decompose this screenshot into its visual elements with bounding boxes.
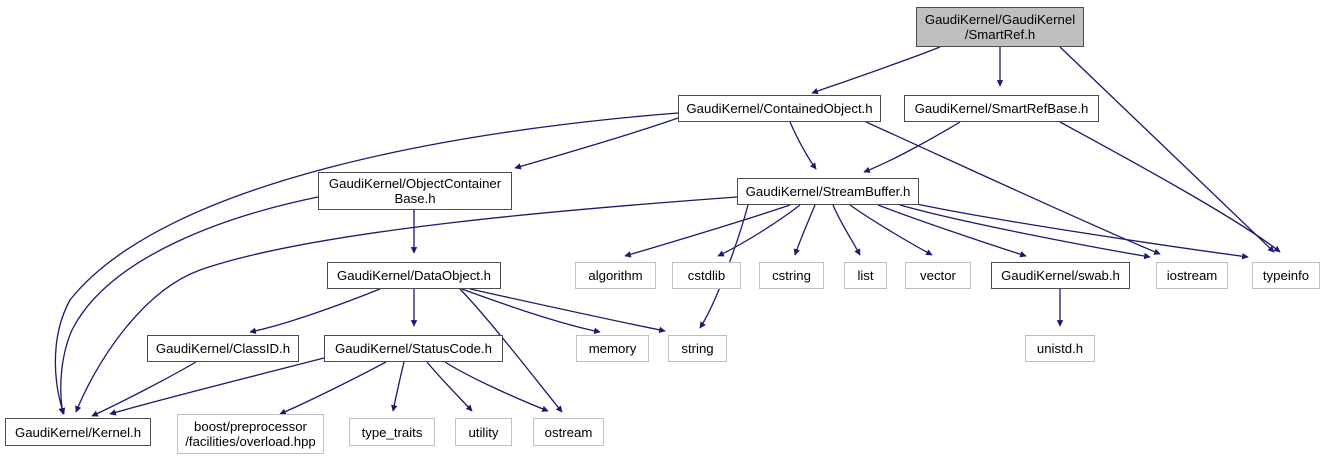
graph-node-memory[interactable]: memory — [576, 335, 649, 362]
graph-node-label: vector — [920, 268, 956, 283]
graph-edge-streambuffer-to-algorithm — [624, 204, 791, 258]
graph-edge-smartref-to-containedobject — [811, 46, 941, 95]
graph-node-label: memory — [588, 341, 637, 356]
graph-node-vector[interactable]: vector — [905, 262, 971, 289]
graph-node-classid[interactable]: GaudiKernel/ClassID.h — [147, 335, 299, 362]
graph-node-label: GaudiKernel/swab.h — [1001, 268, 1120, 283]
graph-node-statuscode[interactable]: GaudiKernel/StatusCode.h — [324, 335, 503, 362]
graph-node-cstdlib[interactable]: cstdlib — [672, 262, 741, 289]
graph-node-label: GaudiKernel/GaudiKernel /SmartRef.h — [924, 12, 1076, 42]
graph-node-smartref[interactable]: GaudiKernel/GaudiKernel /SmartRef.h — [916, 7, 1084, 47]
graph-edge-statuscode-to-kernel — [109, 357, 325, 416]
graph-node-boostoverload[interactable]: boost/preprocessor /facilities/overload.… — [177, 414, 324, 454]
graph-node-label: type_traits — [361, 424, 423, 440]
graph-node-label: GaudiKernel/StatusCode.h — [335, 341, 492, 356]
graph-node-label: unistd.h — [1036, 341, 1084, 356]
graph-edge-containedobject-to-objcontbase — [514, 117, 679, 170]
graph-edge-streambuffer-to-iostream — [899, 204, 1151, 260]
graph-node-label: GaudiKernel/ContainedObject.h — [686, 101, 873, 116]
graph-node-unistd[interactable]: unistd.h — [1025, 335, 1095, 362]
graph-edge-objcontbase-to-kernel — [58, 196, 319, 415]
graph-edge-classid-to-kernel — [91, 361, 197, 417]
graph-node-label: iostream — [1166, 268, 1218, 283]
graph-node-utility[interactable]: utility — [455, 418, 512, 446]
graph-node-smartrefbase[interactable]: GaudiKernel/SmartRefBase.h — [904, 95, 1099, 122]
graph-node-label: boost/preprocessor /facilities/overload.… — [185, 419, 316, 449]
graph-node-label: ostream — [544, 424, 593, 440]
graph-node-iostream[interactable]: iostream — [1156, 262, 1228, 289]
graph-edge-smartrefbase-to-typeinfo — [1059, 121, 1281, 253]
graph-edge-streambuffer-to-vector — [849, 204, 933, 256]
graph-edge-streambuffer-to-typeinfo — [911, 202, 1249, 260]
graph-edge-containedobject-to-streambuffer — [789, 121, 817, 170]
graph-node-ostream[interactable]: ostream — [533, 418, 604, 446]
graph-node-label: cstring — [772, 268, 811, 283]
graph-edge-dataobject-to-memory — [461, 288, 601, 335]
graph-node-label: string — [681, 341, 714, 356]
graph-node-label: GaudiKernel/StreamBuffer.h — [745, 184, 911, 199]
graph-node-typeinfo[interactable]: typeinfo — [1252, 262, 1320, 289]
graph-node-cstring[interactable]: cstring — [759, 262, 824, 289]
graph-node-label: utility — [468, 424, 499, 440]
graph-node-label: list — [857, 268, 874, 283]
graph-edge-dataobject-to-string — [469, 288, 666, 334]
graph-edge-streambuffer-to-cstring — [793, 204, 816, 256]
graph-node-kernel[interactable]: GaudiKernel/Kernel.h — [5, 418, 151, 446]
graph-edge-dataobject-to-ostream — [459, 288, 563, 413]
graph-node-label: GaudiKernel/Kernel.h — [14, 424, 142, 440]
graph-node-label: GaudiKernel/SmartRefBase.h — [914, 101, 1089, 116]
graph-node-swab[interactable]: GaudiKernel/swab.h — [991, 262, 1130, 289]
graph-node-list[interactable]: list — [844, 262, 887, 289]
graph-node-string[interactable]: string — [668, 335, 727, 362]
graph-edge-dataobject-to-classid — [249, 288, 381, 335]
graph-node-label: cstdlib — [687, 268, 726, 283]
graph-node-label: GaudiKernel/DataObject.h — [337, 268, 491, 283]
graph-edge-statuscode-to-ostream — [444, 361, 549, 412]
graph-edge-smartrefbase-to-streambuffer — [863, 121, 961, 173]
graph-edge-streambuffer-to-kernel — [75, 196, 738, 413]
graph-edge-streambuffer-to-cstdlib — [717, 204, 801, 257]
graph-node-algorithm[interactable]: algorithm — [575, 262, 656, 289]
graph-node-label: GaudiKernel/ClassID.h — [155, 341, 291, 356]
graph-edge-streambuffer-to-list — [832, 204, 861, 256]
graph-node-streambuffer[interactable]: GaudiKernel/StreamBuffer.h — [737, 178, 919, 205]
graph-edge-statuscode-to-boostoverload — [279, 361, 387, 415]
graph-edge-smartref-to-typeinfo — [1059, 46, 1275, 253]
graph-node-label: algorithm — [588, 268, 643, 283]
graph-edge-type_traits-edge — [391, 361, 405, 412]
graph-edge-containedobject-to-kernel — [54, 112, 679, 415]
graph-edge-statuscode-to-utility — [426, 361, 473, 412]
graph-node-type_traits[interactable]: type_traits — [349, 418, 435, 446]
graph-edge-containedobject-to-iostream — [865, 121, 1161, 255]
graph-node-label: typeinfo — [1262, 268, 1310, 283]
graph-node-containedobject[interactable]: GaudiKernel/ContainedObject.h — [678, 95, 881, 122]
graph-edge-streambuffer-to-swab — [877, 204, 1027, 258]
graph-node-objcontbase[interactable]: GaudiKernel/ObjectContainer Base.h — [318, 172, 512, 210]
graph-node-dataobject[interactable]: GaudiKernel/DataObject.h — [327, 262, 501, 289]
graph-node-label: GaudiKernel/ObjectContainer Base.h — [328, 176, 502, 206]
